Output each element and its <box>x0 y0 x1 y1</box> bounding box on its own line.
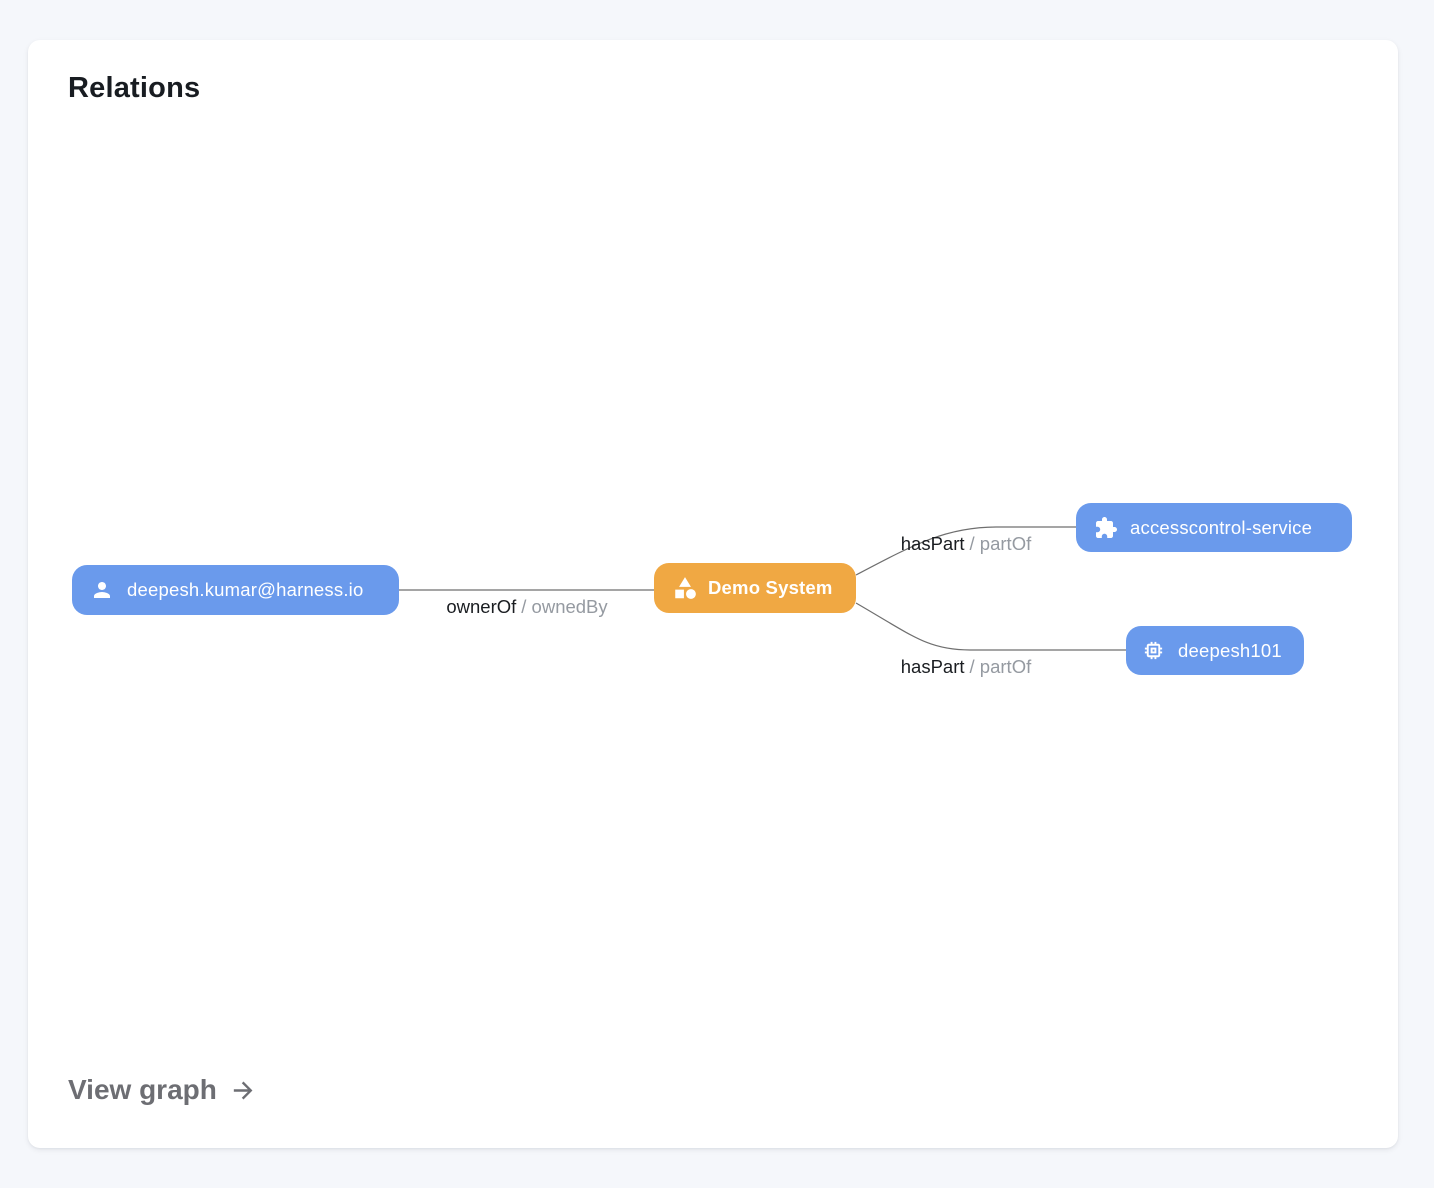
category-shapes-icon <box>672 575 698 601</box>
edge-label-haspart-top: hasPart/ partOf <box>901 533 1031 555</box>
card-title: Relations <box>68 72 201 104</box>
edge-label-secondary: / ownedBy <box>521 596 608 617</box>
person-icon <box>90 578 114 602</box>
edge-label-primary: ownerOf <box>446 596 517 617</box>
view-graph-label: View graph <box>68 1074 217 1105</box>
node-label: deepesh101 <box>1178 639 1282 661</box>
edge-label-primary: hasPart <box>900 656 965 677</box>
edge-label-primary: hasPart <box>900 533 965 554</box>
node-label: Demo System <box>708 577 833 598</box>
arrow-right-icon <box>229 1076 258 1105</box>
node-accesscontrol-service[interactable]: accesscontrol-service <box>1076 503 1352 552</box>
edge-haspart-bottom-line <box>855 602 1126 651</box>
edge-label-ownerof: ownerOf/ ownedBy <box>446 596 607 618</box>
edge-label-haspart-bottom: hasPart/ partOf <box>901 656 1031 678</box>
node-label: accesscontrol-service <box>1130 516 1313 538</box>
chip-icon <box>1142 639 1165 662</box>
relations-graph: ownerOf/ ownedBy hasPart/ partOf hasPart… <box>28 40 1398 1148</box>
edge-label-secondary: / partOf <box>969 533 1032 554</box>
node-demo-system[interactable]: Demo System <box>654 563 856 613</box>
node-deepesh101[interactable]: deepesh101 <box>1126 626 1304 675</box>
relations-card: Relations ownerOf/ ownedBy hasPart/ part… <box>28 40 1398 1148</box>
node-label: deepesh.kumar@harness.io <box>127 579 364 600</box>
view-graph-link[interactable]: View graph <box>68 1074 258 1106</box>
puzzle-piece-icon <box>1094 516 1118 540</box>
node-user[interactable]: deepesh.kumar@harness.io <box>72 565 399 615</box>
edge-label-secondary: / partOf <box>969 656 1032 677</box>
